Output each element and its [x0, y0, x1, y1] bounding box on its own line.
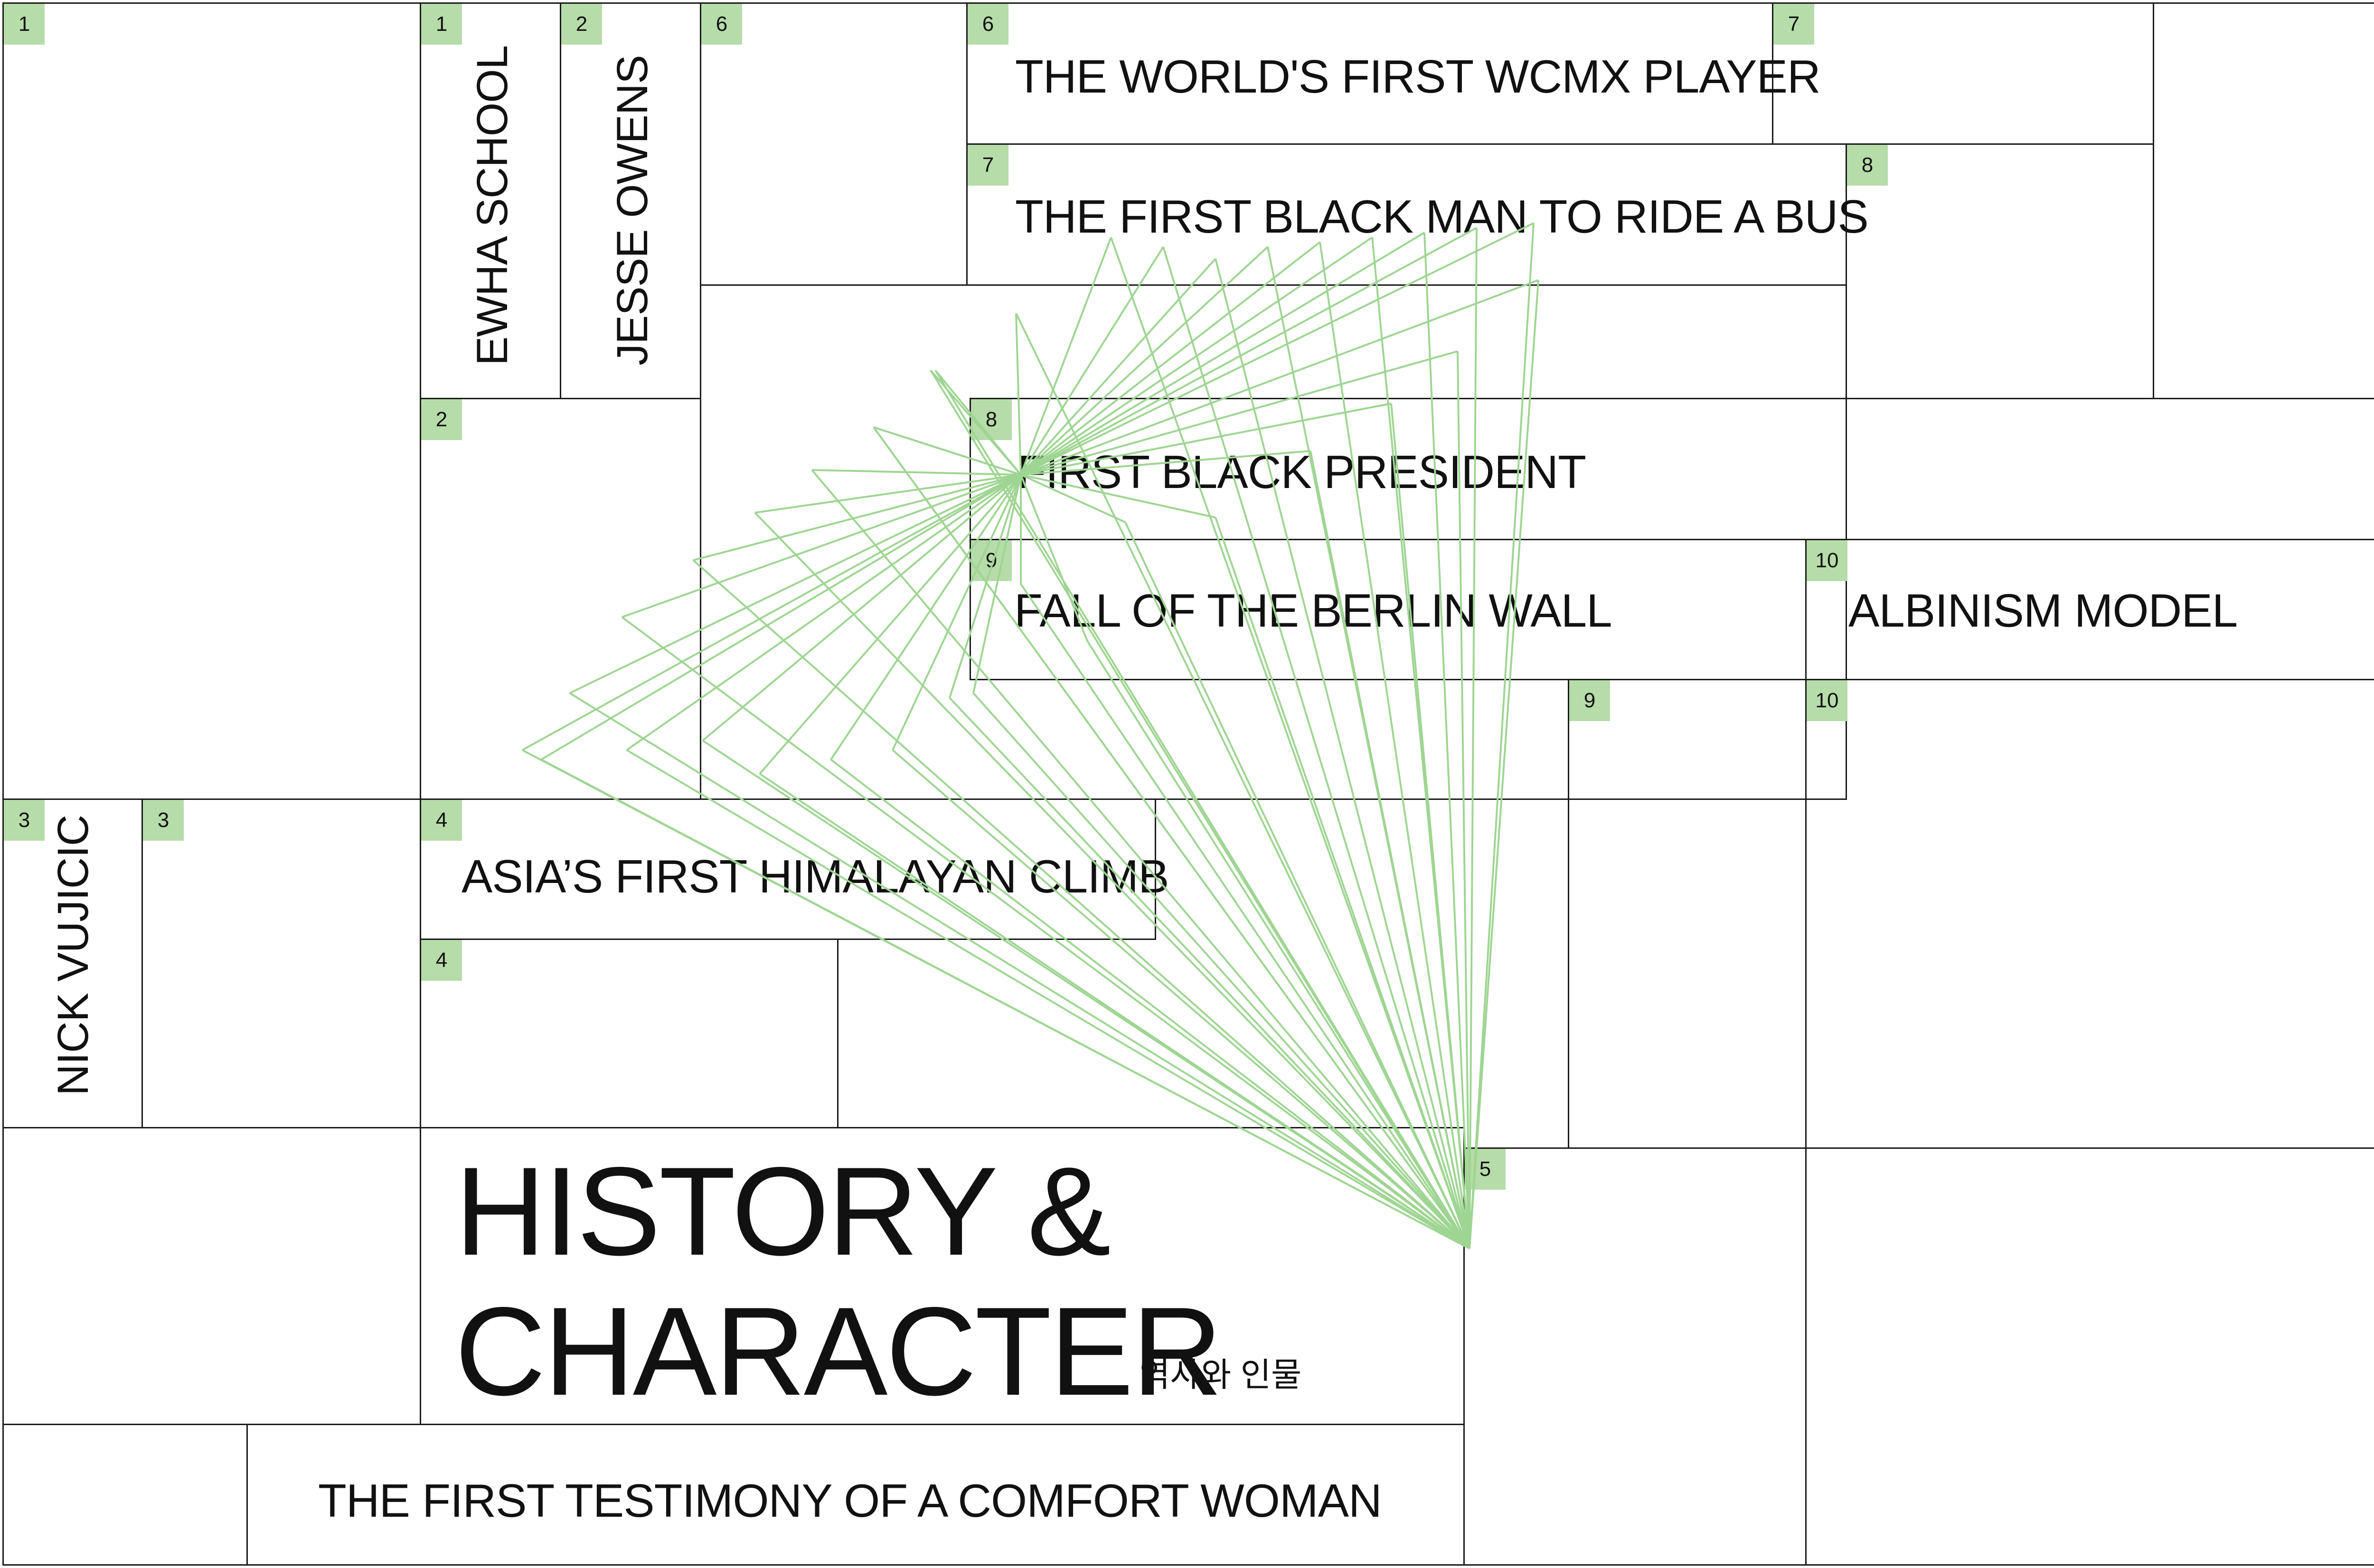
cell-7-blank [1772, 2, 2154, 145]
number-tag: 3 [143, 800, 184, 841]
number-tag: 3 [4, 800, 45, 841]
cell-2-blank [420, 398, 701, 800]
number-tag: 7 [1773, 4, 1814, 45]
label-berlin-wall: FALL OF THE BERLIN WALL [1014, 584, 1612, 637]
cell-comfort-woman [246, 1424, 1465, 1566]
label-first-black-president: FIRST BLACK PRESIDENT [1017, 446, 1586, 498]
number-tag: 8 [971, 399, 1012, 440]
number-tag: 4 [421, 940, 462, 981]
cell-10-blank [1805, 679, 2374, 1149]
number-tag: 6 [968, 4, 1008, 45]
number-tag: 8 [1847, 145, 1888, 186]
cell-1-large [2, 2, 421, 800]
cell-bottom-left-blank [2, 1127, 421, 1425]
number-tag: 9 [1569, 680, 1610, 721]
label-ewha-school: EWHA SCHOOL [468, 45, 517, 366]
cell-6-blank [700, 2, 968, 286]
title-line-1: HISTORY & [455, 1141, 1111, 1282]
number-tag: 6 [701, 4, 742, 45]
number-tag: 4 [421, 800, 462, 841]
number-tag: 5 [1465, 1149, 1506, 1190]
label-albinism-model: ALBINISM MODEL [1848, 584, 2238, 637]
label-comfort-woman: THE FIRST TESTIMONY OF A COMFORT WOMAN [318, 1474, 1382, 1527]
cell-corner-blank [2, 1424, 248, 1566]
cell-bottom-right-blank [1805, 1147, 2374, 1566]
label-himalayan-climb: ASIA’S FIRST HIMALAYAN CLIMB [462, 850, 1169, 902]
number-tag: 1 [421, 4, 462, 45]
cell-8-blank [1846, 143, 2154, 399]
title-line-2: CHARACTER [455, 1281, 1223, 1422]
cell-9-blank [1568, 679, 1807, 1149]
title-korean: 역사와 인물 [1140, 1356, 1302, 1393]
label-nick-vujicic: NICK VUJICIC [49, 815, 97, 1096]
label-wcmx-player: THE WORLD'S FIRST WCMX PLAYER [1015, 50, 1821, 103]
number-tag: 7 [968, 145, 1008, 186]
cell-3-blank [141, 798, 421, 1128]
number-tag: 2 [561, 4, 602, 45]
cell-5 [1463, 1147, 1807, 1566]
number-tag: 9 [971, 540, 1012, 581]
number-tag: 1 [4, 4, 45, 45]
number-tag: 2 [421, 399, 462, 440]
label-first-black-bus: THE FIRST BLACK MAN TO RIDE A BUS [1015, 190, 1869, 243]
label-jesse-owens: JESSE OWENS [608, 55, 657, 366]
number-tag: 10 [1807, 680, 1847, 721]
number-tag: 10 [1807, 540, 1847, 581]
cell-4-blank [420, 939, 838, 1128]
cell-top-right-blank [2153, 2, 2374, 399]
